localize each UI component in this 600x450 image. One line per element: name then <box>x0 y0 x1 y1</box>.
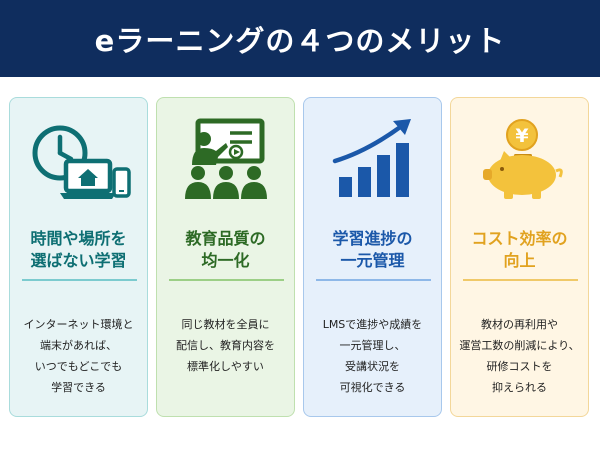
presentation-group-icon <box>157 110 294 210</box>
card-description: 同じ教材を全員に 配信し、教育内容を 標準化しやすい <box>176 318 275 373</box>
divider <box>22 279 137 281</box>
divider <box>316 279 431 281</box>
card-description: インターネット環境と 端末があれば、 いつでもどこでも 学習できる <box>23 318 134 394</box>
card-title: コスト効率の 向上 <box>471 229 568 270</box>
card-title: 学習進捗の 一元管理 <box>332 229 413 270</box>
piggy-bank-yen-icon: ¥ <box>451 110 588 210</box>
card-description: LMSで進捗や成績を 一元管理し、 受講状況を 可視化できる <box>322 318 423 394</box>
card-anytime-anywhere: 時間や場所を 選ばない学習 インターネット環境と 端末があれば、 いつでもどこで… <box>9 97 148 417</box>
header-banner: eラーニングの４つのメリット <box>0 0 600 77</box>
growth-bar-chart-icon <box>304 110 441 210</box>
card-title: 時間や場所を 選ばない学習 <box>30 229 127 270</box>
divider <box>463 279 578 281</box>
divider <box>169 279 284 281</box>
page-title: eラーニングの４つのメリット <box>94 23 506 58</box>
card-quality-standardization: 教育品質の 均一化 同じ教材を全員に 配信し、教育内容を 標準化しやすい <box>156 97 295 417</box>
card-description: 教材の再利用や 運営工数の削減により、 研修コストを 抑えられる <box>459 318 580 394</box>
card-cost-efficiency: ¥ コスト効率の 向上 教材の再利用や 運営工数の削減により、 研修コストを 抑… <box>450 97 589 417</box>
svg-text:¥: ¥ <box>515 125 528 147</box>
clock-laptop-phone-icon <box>10 110 147 210</box>
card-progress-management: 学習進捗の 一元管理 LMSで進捗や成績を 一元管理し、 受講状況を 可視化でき… <box>303 97 442 417</box>
card-title: 教育品質の 均一化 <box>185 229 266 270</box>
